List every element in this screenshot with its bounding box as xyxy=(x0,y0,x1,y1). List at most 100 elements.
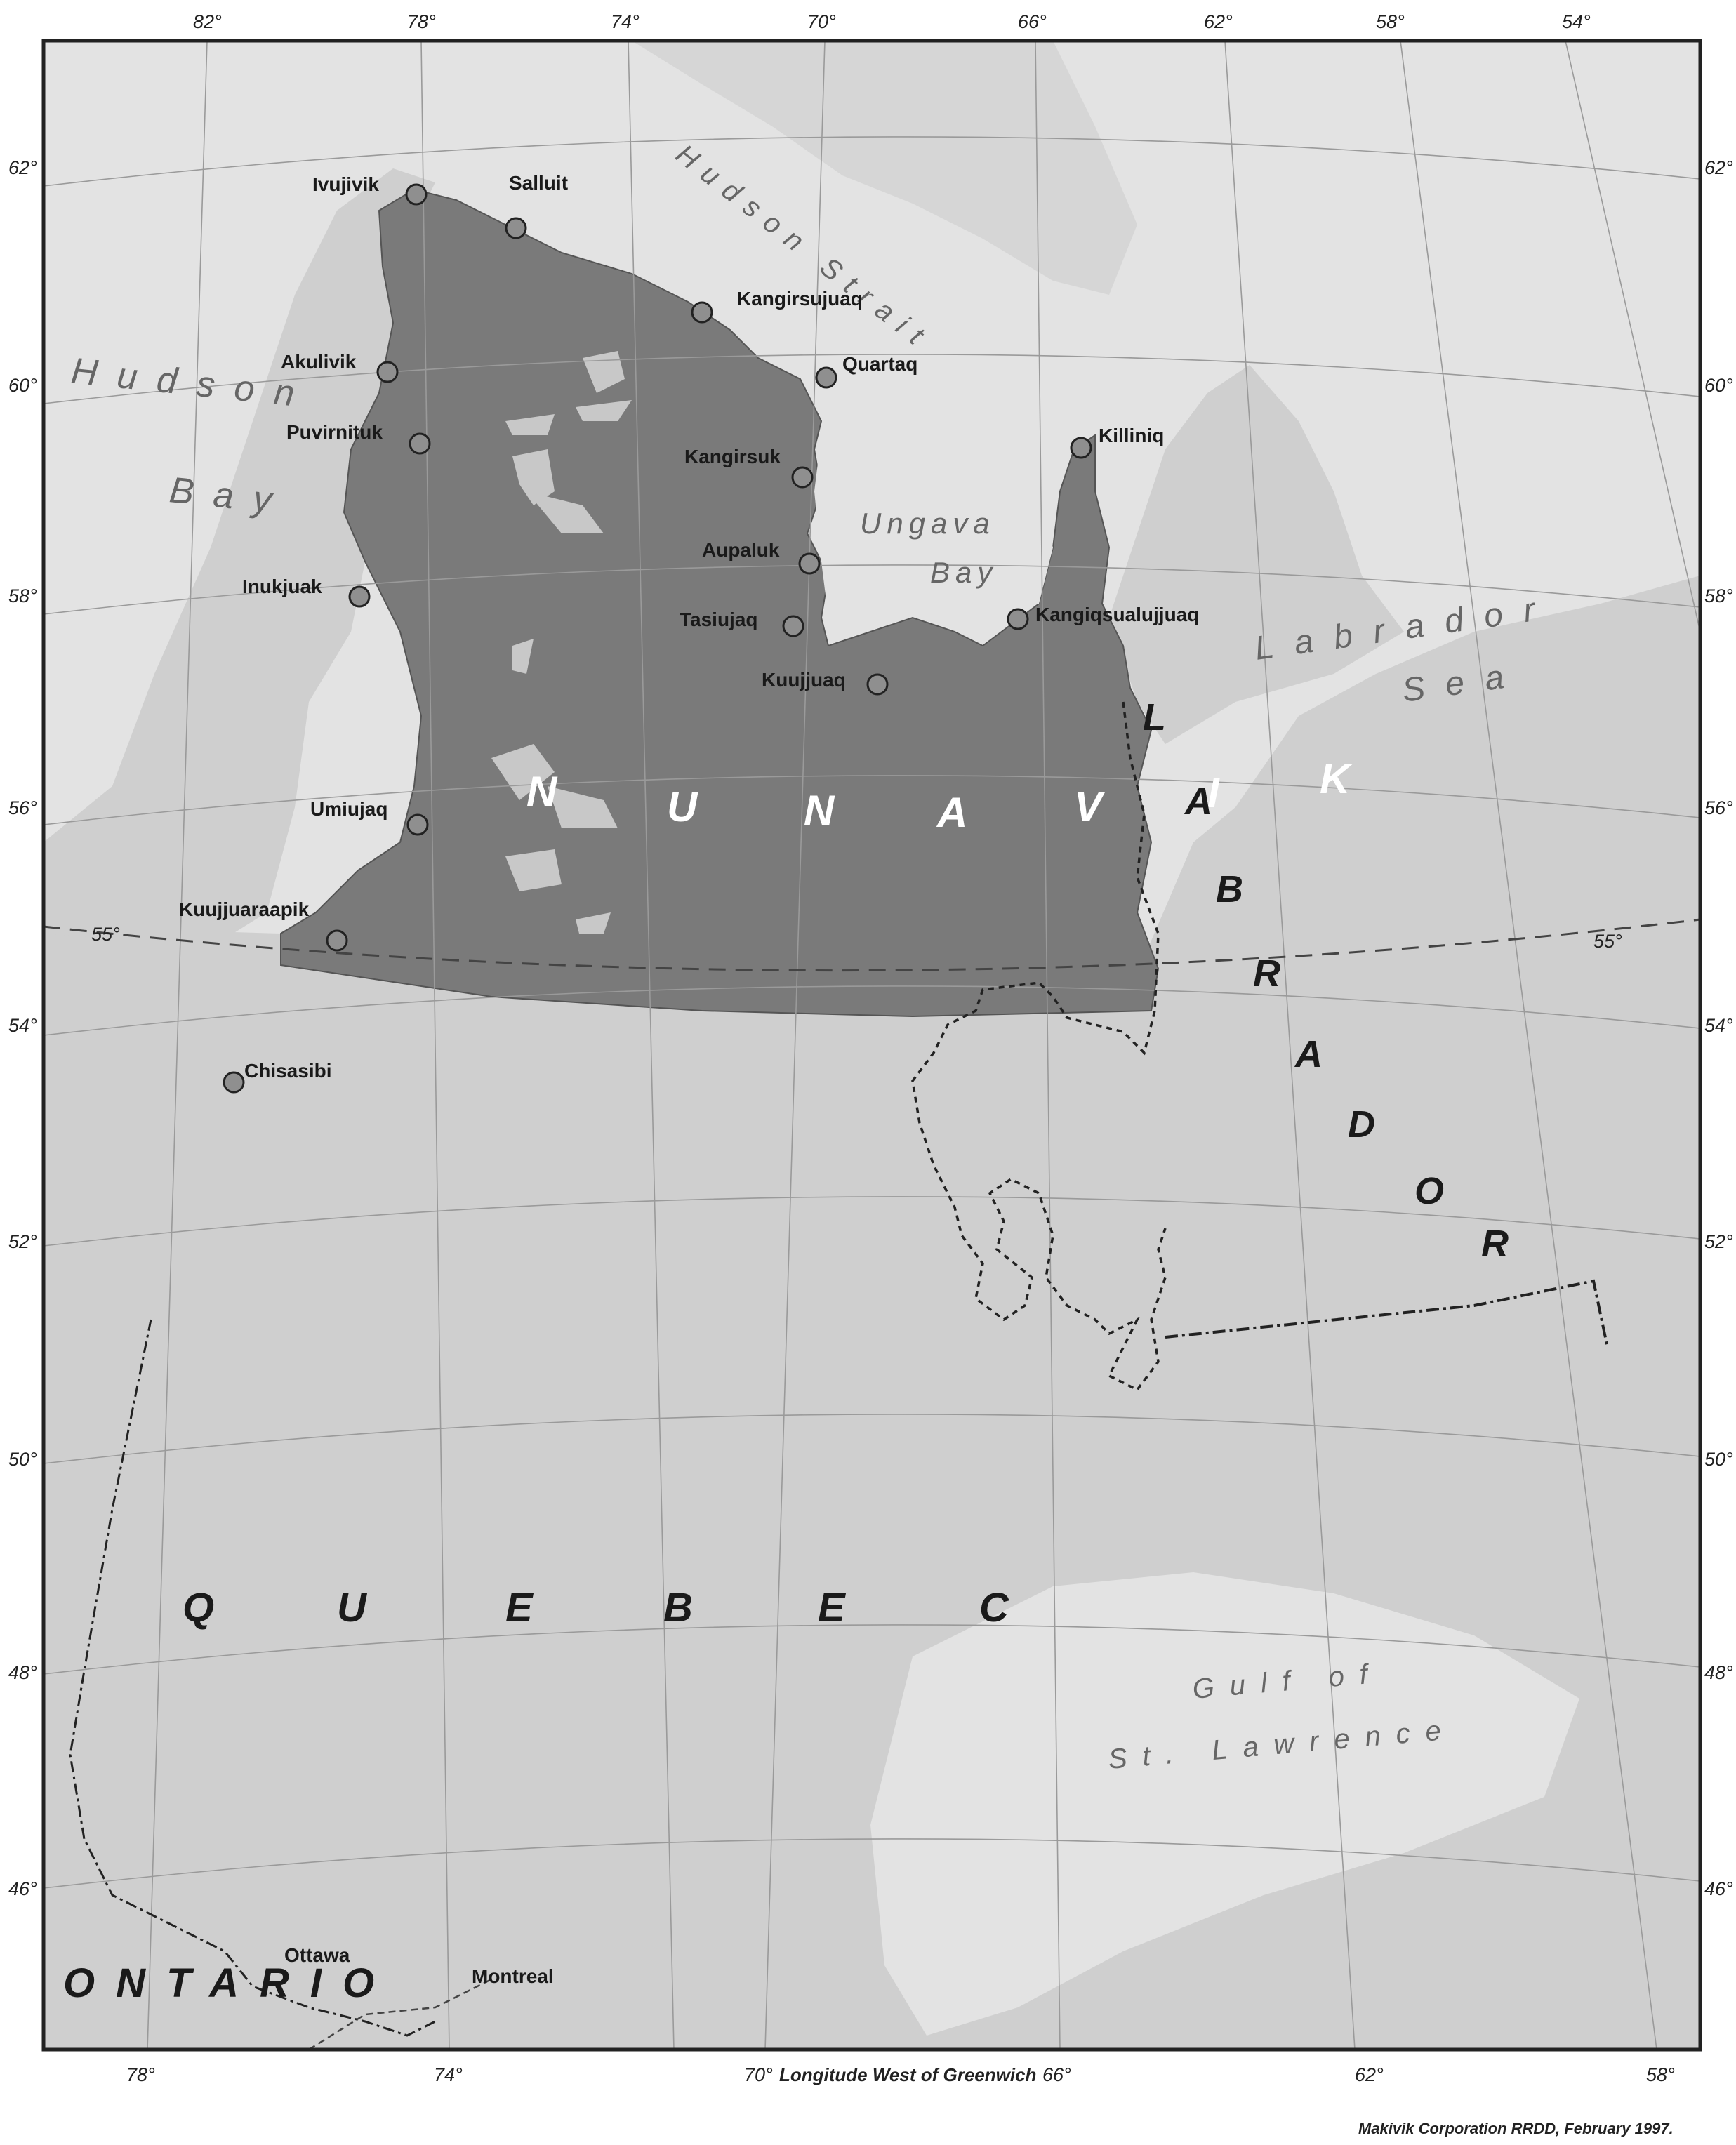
bottom-longitude-label-4: 66° xyxy=(1042,2064,1071,2085)
marker-quartaq xyxy=(815,366,837,389)
nunavik-letter-3: N xyxy=(804,787,835,834)
right-latitude-labels: 62°60°58°56°54°52°50°48°46° xyxy=(1704,157,1733,1899)
label-akulivik: Akulivik xyxy=(281,351,357,373)
labrador-letter-8: R xyxy=(1481,1223,1509,1265)
labrador-letter-4: R xyxy=(1253,952,1280,995)
left-latitude-label-4: 56° xyxy=(8,797,37,818)
right-latitude-label-2: 60° xyxy=(1704,375,1733,396)
label-kangirsuk: Kangirsuk xyxy=(684,446,781,467)
labrador-coast-land xyxy=(1109,365,1404,744)
right-latitude-label-3: 58° xyxy=(1704,585,1733,606)
graticule xyxy=(43,40,1701,2050)
bottom-longitude-label-3: 70° xyxy=(744,2064,773,2085)
left-latitude-label-3: 58° xyxy=(8,585,37,606)
parallel-label-right: 55° xyxy=(1593,931,1622,952)
quebec-label: Q U E B E C xyxy=(183,1585,1009,1631)
top-longitude-label-5: 66° xyxy=(1018,11,1047,32)
labrador-letter-6: D xyxy=(1348,1103,1375,1145)
right-latitude-label-7: 50° xyxy=(1704,1449,1733,1470)
label-kangirsujuaq: Kangirsujuaq xyxy=(737,288,863,310)
bottom-longitude-label-1: 78° xyxy=(126,2064,155,2085)
marker-tasiujaq xyxy=(782,615,804,637)
left-latitude-label-5: 54° xyxy=(8,1015,37,1036)
top-longitude-label-6: 62° xyxy=(1204,11,1233,32)
nunavik-label: N U N A V I K xyxy=(526,755,1353,836)
ontario-quebec-border xyxy=(69,1319,436,2037)
ungava-bay-label-1: Ungava xyxy=(860,507,995,540)
label-aupaluk: Aupaluk xyxy=(702,539,780,561)
label-kangiqsualujjuaq: Kangiqsualujjuaq xyxy=(1035,604,1199,625)
nunavik-letter-1: N xyxy=(526,768,558,815)
marker-aupaluk xyxy=(798,552,821,575)
label-tasiujaq: Tasiujaq xyxy=(680,609,758,630)
quebec-letter-5: E xyxy=(818,1585,847,1631)
label-ottawa: Ottawa xyxy=(284,1944,350,1966)
marker-kangirsujuaq xyxy=(691,301,713,324)
baffin-island-land xyxy=(632,41,1137,295)
left-latitude-label-7: 50° xyxy=(8,1449,37,1470)
quebec-letter-2: U xyxy=(337,1585,368,1631)
bottom-longitude-label-6: 58° xyxy=(1646,2064,1675,2085)
top-longitude-label-3: 74° xyxy=(611,11,640,32)
label-kuujjuaq: Kuujjuaq xyxy=(762,669,846,691)
nunavik-letter-4: A xyxy=(936,789,967,836)
top-longitude-label-8: 54° xyxy=(1562,11,1591,32)
map-frame xyxy=(41,39,1702,2052)
bottom-longitude-label-5: 62° xyxy=(1355,2064,1384,2085)
nunavik-region xyxy=(280,188,1160,1018)
marker-akulivik xyxy=(376,361,399,383)
right-latitude-label-4: 56° xyxy=(1704,797,1733,818)
top-longitude-label-1: 82° xyxy=(193,11,222,32)
labrador-letter-3: B xyxy=(1216,868,1243,910)
right-latitude-label-8: 48° xyxy=(1704,1662,1733,1683)
community-labels: Ivujivik Salluit Kangirsujuaq Akulivik Q… xyxy=(179,172,1199,1987)
quebec-letter-3: E xyxy=(505,1585,534,1631)
labrador-letter-7: O xyxy=(1414,1170,1444,1212)
marker-kangiqsualujjuaq xyxy=(1007,608,1029,630)
marker-chisasibi xyxy=(223,1071,245,1094)
parallel-label-left: 55° xyxy=(91,924,120,945)
nunavik-letter-7: K xyxy=(1320,755,1353,802)
label-quartaq: Quartaq xyxy=(842,353,917,375)
label-puvirnituk: Puvirnituk xyxy=(286,421,383,443)
left-latitude-label-1: 62° xyxy=(8,157,37,178)
top-longitude-labels: 82°78°74°70°66°62°58°54° xyxy=(193,11,1591,32)
top-longitude-label-4: 70° xyxy=(807,11,836,32)
labrador-letter-2: A xyxy=(1184,781,1212,823)
left-latitude-label-2: 60° xyxy=(8,375,37,396)
nunavik-letter-2: U xyxy=(667,783,698,830)
ungava-bay-label-2: Bay xyxy=(930,556,998,589)
credit-note: Makivik Corporation RRDD, February 1997. xyxy=(1358,2120,1674,2137)
ungava-bay-water xyxy=(814,421,1053,618)
marker-kangirsuk xyxy=(791,466,814,489)
left-latitude-label-8: 48° xyxy=(8,1662,37,1683)
bottom-longitude-labels: 78°74°70°66°62°58° xyxy=(126,2064,1675,2085)
label-salluit: Salluit xyxy=(509,172,568,194)
community-markers xyxy=(223,183,1092,1094)
marker-puvirnituk xyxy=(409,432,431,455)
top-longitude-label-7: 58° xyxy=(1376,11,1405,32)
labrador-letter-5: A xyxy=(1294,1033,1323,1075)
nunavik-letter-6: I xyxy=(1207,769,1220,816)
nunavik-lakes xyxy=(491,351,632,934)
labrador-letter-1: L xyxy=(1143,696,1166,738)
marker-killiniq xyxy=(1070,437,1092,459)
left-latitude-labels: 62°60°58°56°54°52°50°48°46° xyxy=(8,157,37,1899)
labrador-label: L A B R A D O R xyxy=(1143,696,1509,1265)
marker-umiujaq xyxy=(406,813,429,836)
label-ivujivik: Ivujivik xyxy=(312,173,379,195)
quebec-letter-6: C xyxy=(979,1585,1009,1631)
nunavik-letter-5: V xyxy=(1074,783,1106,830)
label-inukjuak: Inukjuak xyxy=(242,576,322,597)
st-lawrence-river xyxy=(308,1978,492,2051)
label-killiniq: Killiniq xyxy=(1099,425,1164,446)
marker-inukjuak xyxy=(348,585,371,608)
marker-salluit xyxy=(505,217,527,239)
marker-kuujjuaraapik xyxy=(326,929,348,952)
label-chisasibi: Chisasibi xyxy=(244,1060,331,1082)
parallel-55-line xyxy=(43,918,1701,972)
right-latitude-label-9: 46° xyxy=(1704,1878,1733,1899)
quebec-letter-4: B xyxy=(663,1585,693,1631)
labrador-south-border xyxy=(1165,1279,1609,1348)
